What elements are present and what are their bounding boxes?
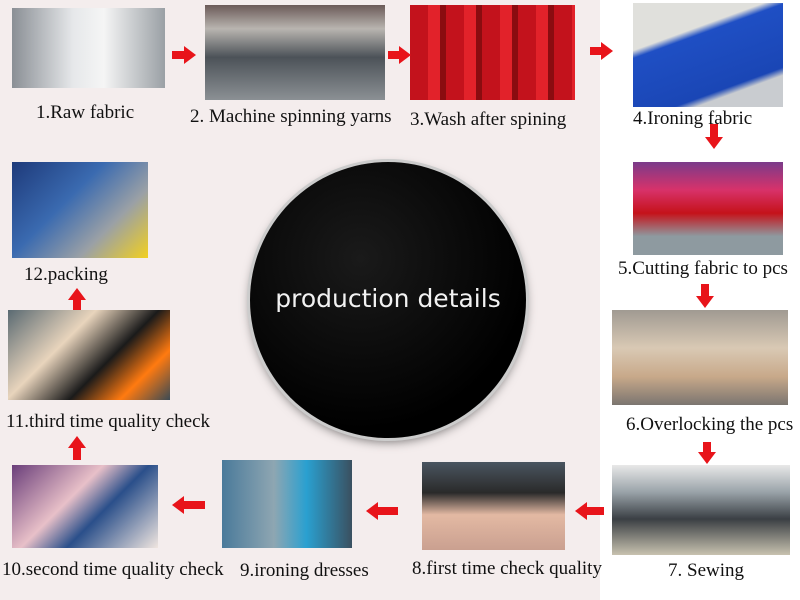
- step-label-3: 3.Wash after spining: [410, 109, 567, 130]
- photo-ironing-fabric: [633, 3, 783, 107]
- photo-ironing-dresses: [222, 460, 352, 548]
- step-label-1: 1.Raw fabric: [36, 102, 135, 123]
- photo-third-check: [8, 310, 170, 400]
- photo-second-check: [12, 465, 158, 548]
- center-title: production details: [275, 284, 501, 313]
- photo-overlocking: [612, 310, 788, 405]
- photo-wash: [410, 5, 575, 100]
- step-label-10: 10.second time quality check: [2, 559, 224, 580]
- photo-first-check: [422, 462, 565, 550]
- photo-raw-fabric: [12, 8, 165, 88]
- step-label-2: 2. Machine spinning yarns: [190, 106, 392, 127]
- step-label-11: 11.third time quality check: [6, 411, 211, 432]
- photo-cutting: [633, 162, 783, 255]
- step-label-5: 5.Cutting fabric to pcs: [618, 258, 788, 279]
- step-label-7: 7. Sewing: [668, 560, 744, 581]
- step-label-6: 6.Overlocking the pcs: [626, 414, 794, 435]
- photo-sewing: [612, 465, 790, 555]
- step-label-12: 12.packing: [24, 264, 108, 285]
- center-badge: production details: [250, 162, 526, 438]
- photo-packing: [12, 162, 148, 258]
- step-label-9: 9.ironing dresses: [240, 560, 369, 581]
- step-label-4: 4.Ironing fabric: [633, 108, 753, 129]
- step-label-8: 8.first time check quality: [412, 558, 602, 579]
- photo-machine-spinning: [205, 5, 385, 100]
